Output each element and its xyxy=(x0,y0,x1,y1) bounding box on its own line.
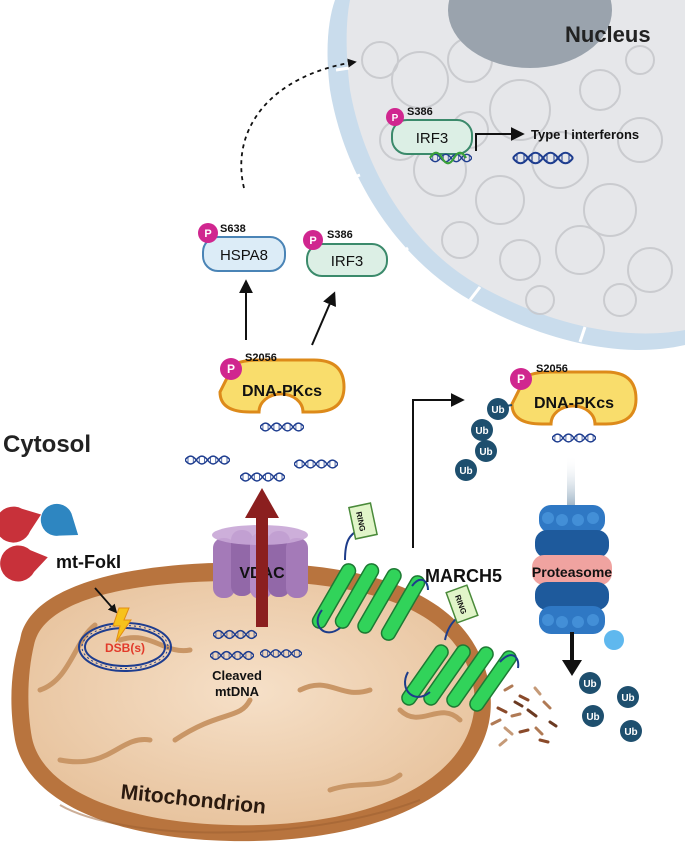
nucleus xyxy=(327,0,685,350)
ub-label: Ub xyxy=(479,447,492,458)
proteasome-label: Proteasome xyxy=(532,564,612,580)
cytosol-label: Cytosol xyxy=(3,431,91,458)
nucleus-label: Nucleus xyxy=(565,22,651,47)
polyubiquitin-chain: Ub Ub Ub Ub xyxy=(455,398,513,481)
irf3-cytosol-name: IRF3 xyxy=(331,253,364,270)
irf3-cytosol: IRF3 P S386 xyxy=(303,229,388,277)
phospho-label: P xyxy=(517,372,525,386)
ub-label: Ub xyxy=(586,712,599,723)
dnapkcs-right-name: DNA-PKcs xyxy=(534,395,614,412)
phospho-marker xyxy=(198,223,218,243)
ub-label: Ub xyxy=(475,426,488,437)
phospho-marker xyxy=(303,230,323,250)
phospho-marker xyxy=(386,108,404,126)
mt-foki-enzymes xyxy=(0,503,79,582)
ub-label: Ub xyxy=(583,679,596,690)
ub-label: Ub xyxy=(621,693,634,704)
irf3-nuclear: IRF3 P S386 xyxy=(386,106,473,155)
phospho-label: P xyxy=(309,235,316,247)
irf3-cytosol-site: S386 xyxy=(327,229,353,241)
march5-lower: RING xyxy=(401,584,520,712)
mtdna-label: mtDNA xyxy=(215,684,260,699)
transcription-arrow xyxy=(475,127,525,151)
proteasome-stalk xyxy=(567,455,575,510)
free-mtdna xyxy=(185,455,338,482)
foki-blue xyxy=(40,503,79,536)
ring-label: RING xyxy=(354,511,367,532)
dnapkcs-left-name: DNA-PKcs xyxy=(242,383,322,400)
foki-red-2 xyxy=(0,545,48,582)
irf3-nuclear-name: IRF3 xyxy=(416,130,449,147)
peptide-fragments xyxy=(490,684,558,747)
arrow-to-irf3 xyxy=(311,291,336,346)
hspa8-site: S638 xyxy=(220,223,246,235)
type-i-ifn-label: Type I interferons xyxy=(531,127,639,142)
dnapkcs-right-site: S2056 xyxy=(536,363,568,375)
hspa8-name: HSPA8 xyxy=(220,247,268,264)
ub-label: Ub xyxy=(624,727,637,738)
mt-foki-label: mt-FokI xyxy=(56,552,121,572)
march5-label: MARCH5 xyxy=(425,566,502,586)
mitochondrion xyxy=(11,562,491,842)
export-arrow-shaft xyxy=(256,515,268,627)
dnapkcs-right: DNA-PKcs P S2056 xyxy=(510,363,638,443)
ub-label: Ub xyxy=(459,466,472,477)
released-ubiquitin: Ub Ub Ub Ub xyxy=(579,672,642,742)
cleaved-label: Cleaved xyxy=(212,668,262,683)
ring-domain xyxy=(445,584,479,624)
irf3-nuclear-site: S386 xyxy=(407,106,433,118)
export-arrow-head xyxy=(245,488,279,518)
nuclear-dna xyxy=(429,153,573,164)
dsb-label: DSB(s) xyxy=(105,641,145,655)
hspa8: HSPA8 P S638 xyxy=(198,223,286,272)
phospho-label: P xyxy=(392,113,399,124)
phospho-marker xyxy=(510,368,532,390)
phospho-label: P xyxy=(204,228,211,240)
lightning-icon xyxy=(112,607,132,643)
phospho-label: P xyxy=(227,362,235,376)
circular-mtdna: DSB(s) xyxy=(78,607,172,672)
ub-label: Ub xyxy=(491,405,504,416)
foki-arrow xyxy=(94,587,118,614)
phospho-marker xyxy=(220,358,242,380)
proteasome xyxy=(532,505,624,650)
march5-upper: RING xyxy=(311,502,429,641)
dnapkcs-left-site: S2056 xyxy=(245,352,277,364)
dnapkcs-left: DNA-PKcs P S2056 xyxy=(218,352,346,432)
foki-red-1 xyxy=(0,506,42,543)
ring-domain xyxy=(348,502,378,540)
march5-arrow xyxy=(412,393,465,548)
nucleolus xyxy=(448,0,612,68)
import-arrow xyxy=(240,58,357,189)
